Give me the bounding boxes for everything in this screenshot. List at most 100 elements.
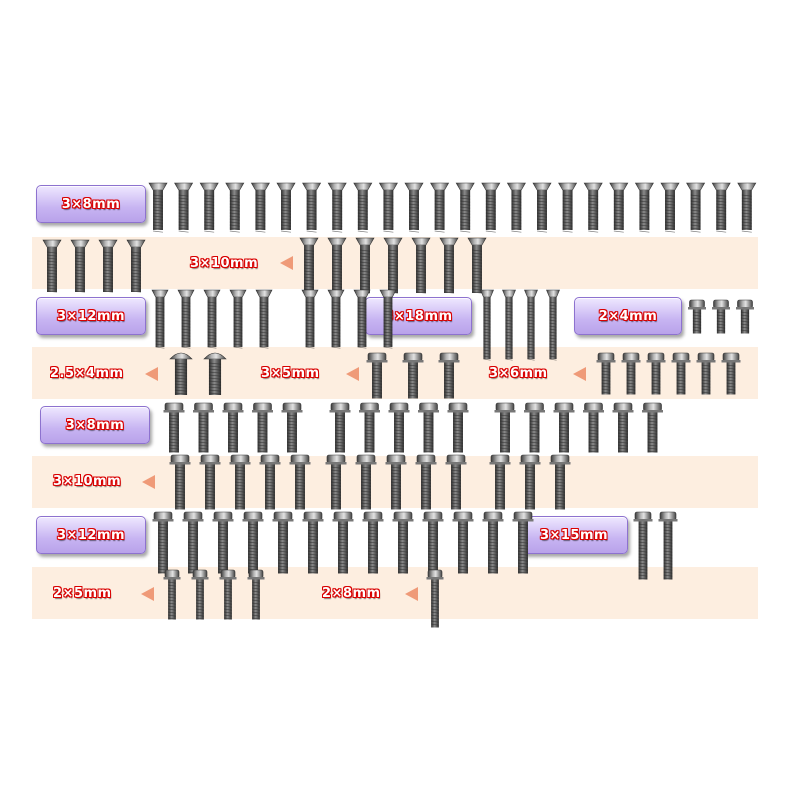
flanged-screw-icon — [385, 454, 407, 510]
flanged-screw-icon — [696, 352, 716, 395]
flanged-screw-icon — [519, 454, 541, 510]
label-3x18mm-countersunk: 3×18mm — [384, 308, 453, 324]
flanged-screw-icon — [418, 402, 439, 453]
flanged-screw-icon — [658, 511, 678, 580]
countersunk-screw-icon — [737, 182, 757, 233]
countersunk-screw-icon — [506, 182, 526, 233]
countersunk-screw-icon — [203, 289, 221, 349]
countersunk-screw-icon — [609, 182, 629, 233]
flanged-screw-icon — [355, 454, 377, 510]
flanged-screw-icon — [229, 454, 251, 510]
button-head-screw-icon — [203, 352, 227, 395]
label-2x5mm-flanged: 2×5mm — [53, 586, 112, 601]
countersunk-screw-icon — [299, 237, 319, 294]
flanged-screw-icon — [422, 511, 444, 574]
countersunk-screw-icon — [353, 289, 371, 349]
label-3x8mm-flanged: 3×8mm — [65, 417, 125, 433]
countersunk-screw-icon — [532, 182, 552, 233]
flanged-screw-icon — [169, 454, 191, 510]
flanged-screw-icon — [222, 402, 244, 453]
label-box-3x18mm-countersunk: 3×18mm — [365, 297, 472, 335]
label-2x4mm-flanged: 2×4mm — [598, 308, 658, 324]
flanged-screw-icon — [596, 352, 616, 395]
label-3x12mm-flanged: 3×12mm — [56, 527, 126, 543]
flanged-screw-icon — [325, 454, 347, 510]
button-head-screw-icon — [169, 352, 193, 395]
flanged-screw-icon — [212, 511, 234, 574]
flanged-screw-icon — [482, 511, 504, 574]
flanged-screw-icon — [688, 299, 706, 334]
label-2.5x4mm-button: 2.5×4mm — [50, 366, 124, 381]
label-box-3x12mm-countersunk: 3×12mm — [36, 297, 146, 335]
countersunk-screw-icon — [327, 289, 345, 349]
countersunk-screw-icon — [301, 289, 319, 349]
flanged-screw-icon — [247, 569, 265, 620]
countersunk-screw-icon — [276, 182, 296, 233]
flanged-screw-icon — [415, 454, 437, 510]
countersunk-screw-icon — [480, 289, 494, 361]
countersunk-screw-icon — [379, 289, 397, 349]
countersunk-screw-icon — [383, 237, 403, 294]
countersunk-screw-icon — [524, 289, 538, 361]
flanged-screw-icon — [712, 299, 730, 334]
flanged-screw-icon — [512, 511, 534, 574]
countersunk-screw-icon — [229, 289, 247, 349]
flanged-screw-icon — [259, 454, 281, 510]
flanged-screw-icon — [289, 454, 311, 510]
flanged-screw-icon — [438, 352, 460, 399]
countersunk-screw-icon — [70, 239, 90, 293]
label-3x6mm-flanged: 3×6mm — [489, 366, 548, 381]
flanged-screw-icon — [621, 352, 641, 395]
arrow-left-icon — [142, 475, 155, 489]
flanged-screw-icon — [152, 511, 174, 574]
label-3x8mm-countersunk: 3×8mm — [61, 196, 121, 212]
flanged-screw-icon — [612, 402, 634, 453]
countersunk-screw-icon — [151, 289, 169, 349]
arrow-left-icon — [573, 367, 586, 381]
flanged-screw-icon — [489, 454, 511, 510]
label-3x10mm-flanged: 3×10mm — [53, 474, 122, 489]
flanged-screw-icon — [524, 402, 545, 453]
flanged-screw-icon — [359, 402, 380, 453]
arrow-left-icon — [346, 367, 359, 381]
flanged-screw-icon — [494, 402, 516, 453]
countersunk-screw-icon — [455, 182, 475, 233]
flanged-screw-icon — [642, 402, 663, 453]
countersunk-screw-icon — [558, 182, 578, 233]
flanged-screw-icon — [392, 511, 414, 574]
arrow-left-icon — [141, 587, 154, 601]
countersunk-screw-icon — [686, 182, 706, 233]
flanged-screw-icon — [191, 569, 209, 620]
countersunk-screw-icon — [546, 289, 560, 361]
label-box-3x12mm-flanged: 3×12mm — [36, 516, 146, 554]
flanged-screw-icon — [646, 352, 666, 395]
countersunk-screw-icon — [302, 182, 322, 233]
arrow-left-icon — [280, 256, 293, 270]
countersunk-screw-icon — [404, 182, 424, 233]
label-3x15mm-flanged: 3×15mm — [539, 527, 609, 543]
flanged-screw-icon — [426, 569, 444, 628]
flanged-screw-icon — [452, 511, 474, 574]
flanged-screw-icon — [302, 511, 324, 574]
flanged-screw-icon — [219, 569, 237, 620]
flanged-screw-icon — [388, 402, 410, 453]
flanged-screw-icon — [366, 352, 388, 399]
label-3x12mm-countersunk: 3×12mm — [56, 308, 126, 324]
countersunk-screw-icon — [353, 182, 373, 233]
label-box-3x8mm-countersunk: 3×8mm — [36, 185, 146, 223]
countersunk-screw-icon — [467, 237, 487, 294]
countersunk-screw-icon — [177, 289, 195, 349]
flanged-screw-icon — [583, 402, 604, 453]
countersunk-screw-icon — [174, 182, 194, 233]
countersunk-screw-icon — [411, 237, 431, 294]
flanged-screw-icon — [553, 402, 575, 453]
flanged-screw-icon — [272, 511, 294, 574]
flanged-screw-icon — [242, 511, 264, 574]
flanged-screw-icon — [721, 352, 741, 395]
label-box-3x8mm-flanged: 3×8mm — [40, 406, 150, 444]
countersunk-screw-icon — [42, 239, 62, 293]
flanged-screw-icon — [281, 402, 303, 453]
flanged-screw-icon — [671, 352, 691, 395]
countersunk-screw-icon — [225, 182, 245, 233]
